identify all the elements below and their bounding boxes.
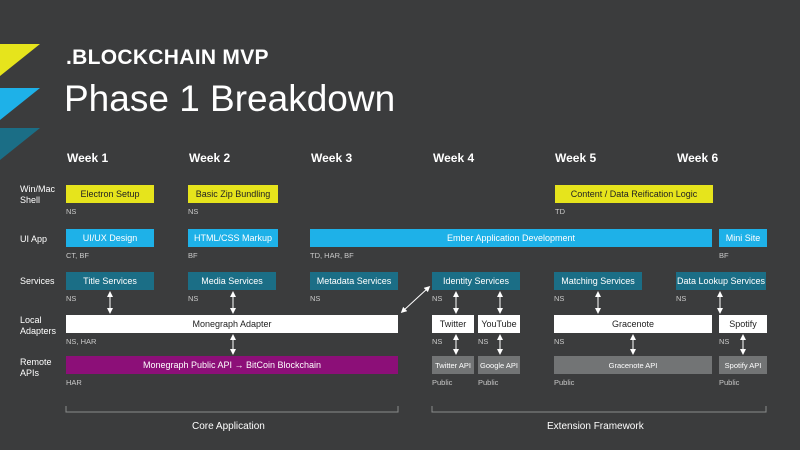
row-label-adapters: Local Adapters (20, 315, 57, 336)
slide-subtitle: .BLOCKCHAIN MVP (66, 46, 269, 69)
html-css-markup-tag: BF (188, 251, 198, 260)
twitter-api-tag: Public (432, 378, 453, 387)
spotify-adapter-tag: NS (719, 337, 730, 346)
mini-site-box: Mini Site (719, 229, 767, 247)
twitter-adapter-tag: NS (432, 337, 443, 346)
mini-site-tag: BF (719, 251, 729, 260)
twitter-api-box: Twitter API (432, 356, 474, 374)
monegraph-public-api-tag: HAR (66, 378, 82, 387)
uiux-design-box: UI/UX Design (66, 229, 154, 247)
media-services-tag: NS (188, 294, 199, 303)
youtube-adapter-box: YouTube (478, 315, 520, 333)
gracenote-adapter-tag: NS (554, 337, 565, 346)
youtube-adapter-tag: NS (478, 337, 489, 346)
gracenote-api-tag: Public (554, 378, 575, 387)
week-2-header: Week 2 (189, 151, 231, 165)
metadata-services-tag: NS (310, 294, 321, 303)
monegraph-adapter-tag: NS, HAR (66, 337, 97, 346)
electron-setup-tag: NS (66, 207, 77, 216)
gracenote-adapter-box: Gracenote (554, 315, 712, 333)
slide-title: Phase 1 Breakdown (64, 78, 396, 119)
monegraph-public-api-box: Monegraph Public API → BitCoin Blockchai… (66, 356, 398, 374)
extension-framework-label: Extension Framework (547, 421, 644, 432)
matching-services-box: Matching Services (554, 272, 642, 290)
week-3-header: Week 3 (311, 151, 353, 165)
identity-services-box: Identity Services (432, 272, 520, 290)
week-1-header: Week 1 (67, 151, 109, 165)
metadata-services-box: Metadata Services (310, 272, 398, 290)
monegraph-adapter-box: Monegraph Adapter (66, 315, 398, 333)
row-label-ui: UI App (20, 234, 48, 244)
spotify-api-box: Spotify API (719, 356, 767, 374)
row-label-shell: Win/Mac Shell (20, 184, 56, 205)
zip-bundling-box: Basic Zip Bundling (188, 185, 278, 203)
identity-services-tag: NS (432, 294, 443, 303)
row-label-remote: Remote APIs (20, 357, 52, 378)
row-label-services: Services (20, 276, 55, 286)
media-services-box: Media Services (188, 272, 276, 290)
title-services-box: Title Services (66, 272, 154, 290)
uiux-design-tag: CT, BF (66, 251, 89, 260)
twitter-adapter-box: Twitter (432, 315, 474, 333)
reification-logic-box: Content / Data Reification Logic (555, 185, 713, 203)
week-4-header: Week 4 (433, 151, 475, 165)
ember-development-tag: TD, HAR, BF (310, 251, 354, 260)
chevron-decoration (0, 44, 40, 160)
html-css-markup-box: HTML/CSS Markup (188, 229, 278, 247)
matching-services-tag: NS (554, 294, 565, 303)
data-lookup-services-box: Data Lookup Services (676, 272, 766, 290)
spotify-adapter-box: Spotify (719, 315, 767, 333)
data-lookup-services-tag: NS (676, 294, 687, 303)
electron-setup-box: Electron Setup (66, 185, 154, 203)
core-application-label: Core Application (192, 421, 265, 432)
spotify-api-tag: Public (719, 378, 740, 387)
zip-bundling-tag: NS (188, 207, 199, 216)
gracenote-api-box: Gracenote API (554, 356, 712, 374)
title-services-tag: NS (66, 294, 77, 303)
week-5-header: Week 5 (555, 151, 597, 165)
reification-logic-tag: TD (555, 207, 565, 216)
week-6-header: Week 6 (677, 151, 719, 165)
google-api-tag: Public (478, 378, 499, 387)
google-api-box: Google API (478, 356, 520, 374)
ember-development-box: Ember Application Development (310, 229, 712, 247)
